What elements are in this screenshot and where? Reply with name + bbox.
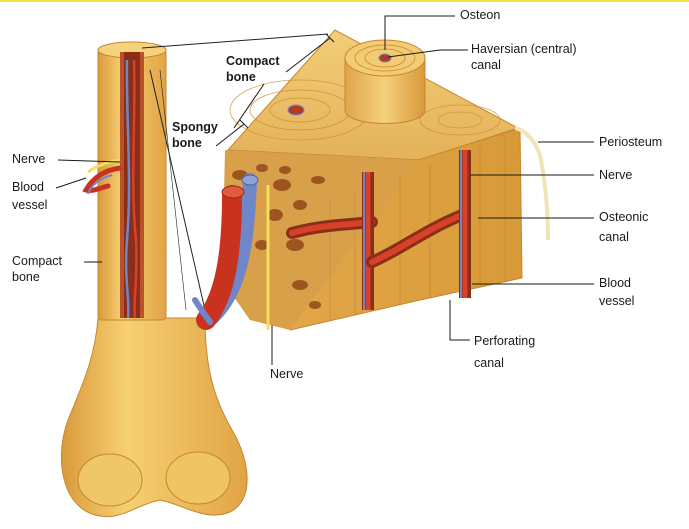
label-compact-bone-top-line1: Compact xyxy=(226,54,279,69)
label-nerve-right: Nerve xyxy=(599,168,632,183)
label-compact-bone-top-line2: bone xyxy=(226,70,256,85)
label-blood-vessel-right-line2: vessel xyxy=(599,294,634,309)
femur-condyle-right xyxy=(166,452,230,504)
label-osteon: Osteon xyxy=(460,8,500,23)
label-blood-vessel-left-line1: Blood xyxy=(12,180,44,195)
label-blood-vessel-right-line1: Blood xyxy=(599,276,631,291)
label-haversian-line2: canal xyxy=(471,58,501,73)
label-spongy-bone-line1: Spongy xyxy=(172,120,218,135)
label-osteonic-line2: canal xyxy=(599,230,629,245)
label-periosteum: Periosteum xyxy=(599,135,662,150)
haversian-canal xyxy=(379,54,391,62)
femur-condyle-left xyxy=(78,454,142,506)
label-compact-bone-left-line2: bone xyxy=(12,270,40,285)
label-blood-vessel-left-line2: vessel xyxy=(12,198,47,213)
label-osteonic-line1: Osteonic xyxy=(599,210,648,225)
label-nerve-bottom: Nerve xyxy=(270,367,303,382)
label-haversian-line1: Haversian (central) xyxy=(471,42,577,57)
label-perforating-line1: Perforating xyxy=(474,334,535,349)
label-perforating-line2: canal xyxy=(474,356,504,371)
label-spongy-bone-line2: bone xyxy=(172,136,202,151)
label-compact-bone-left-line1: Compact xyxy=(12,254,62,269)
zoom-line-top xyxy=(142,34,328,48)
label-nerve-left: Nerve xyxy=(12,152,45,167)
